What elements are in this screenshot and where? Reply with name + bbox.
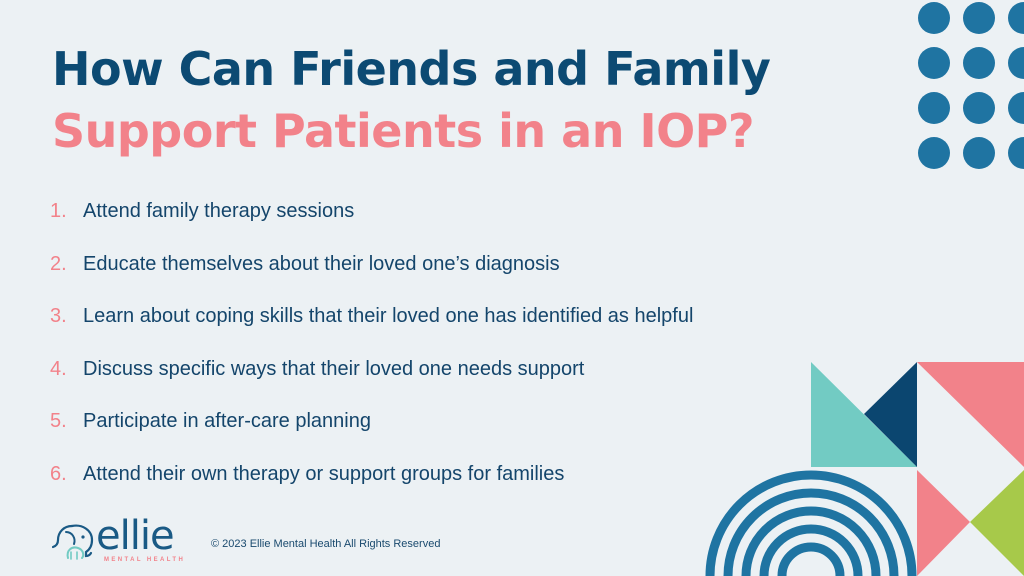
- lime-triangle-icon: [970, 470, 1024, 576]
- list-text: Participate in after-care planning: [83, 410, 371, 433]
- list-text: Learn about coping skills that their lov…: [83, 305, 694, 328]
- dot-icon: [963, 2, 995, 34]
- list-text: Attend their own therapy or support grou…: [83, 462, 565, 485]
- title-line-1: How Can Friends and Family: [52, 42, 771, 96]
- list-text: Educate themselves about their loved one…: [83, 252, 560, 275]
- list-item: 4. Discuss specific ways that their loved…: [50, 354, 693, 407]
- list-number: 4.: [50, 357, 67, 380]
- list-item: 1. Attend family therapy sessions: [50, 196, 693, 249]
- list-number: 2.: [50, 252, 67, 275]
- dot-icon: [918, 92, 950, 124]
- logo-subtitle: MENTAL HEALTH: [104, 557, 186, 563]
- dot-icon: [1008, 2, 1024, 34]
- copyright-text: © 2023 Ellie Mental Health All Rights Re…: [211, 538, 441, 550]
- list-number: 6.: [50, 462, 67, 485]
- coral-small-triangle-icon: [917, 470, 970, 576]
- list-item: 3. Learn about coping skills that their l…: [50, 301, 693, 354]
- dot-icon: [918, 47, 950, 79]
- list-item: 5. Participate in after-care planning: [50, 406, 693, 459]
- dot-icon: [1008, 92, 1024, 124]
- support-list: 1. Attend family therapy sessions 2. Educa…: [50, 196, 693, 512]
- list-number: 1.: [50, 200, 67, 222]
- list-number: 5.: [50, 410, 67, 433]
- list-item: 2. Educate themselves about their loved o…: [50, 249, 693, 302]
- dot-icon: [1008, 137, 1024, 169]
- concentric-arcs-icon: [705, 470, 917, 576]
- dot-icon: [963, 92, 995, 124]
- dot-icon: [1008, 47, 1024, 79]
- teal-triangle-icon: [811, 362, 917, 467]
- dot-icon: [918, 137, 950, 169]
- ellie-logo: ellie MENTAL HEALTH: [52, 514, 186, 566]
- page-title: How Can Friends and Family Support Patie…: [52, 38, 771, 162]
- title-line-2: Support Patients in an IOP?: [52, 104, 755, 158]
- dot-icon: [963, 47, 995, 79]
- list-number: 3.: [50, 305, 67, 328]
- list-text: Discuss specific ways that their loved o…: [83, 357, 585, 380]
- navy-triangle-icon: [864, 362, 917, 467]
- elephant-icon: [52, 524, 94, 560]
- list-item: 6. Attend their own therapy or support gr…: [50, 459, 693, 512]
- list-text: Attend family therapy sessions: [83, 200, 355, 222]
- dot-icon: [963, 137, 995, 169]
- coral-triangle-icon: [917, 362, 1024, 467]
- logo-wordmark: ellie: [96, 513, 175, 559]
- dot-icon: [918, 2, 950, 34]
